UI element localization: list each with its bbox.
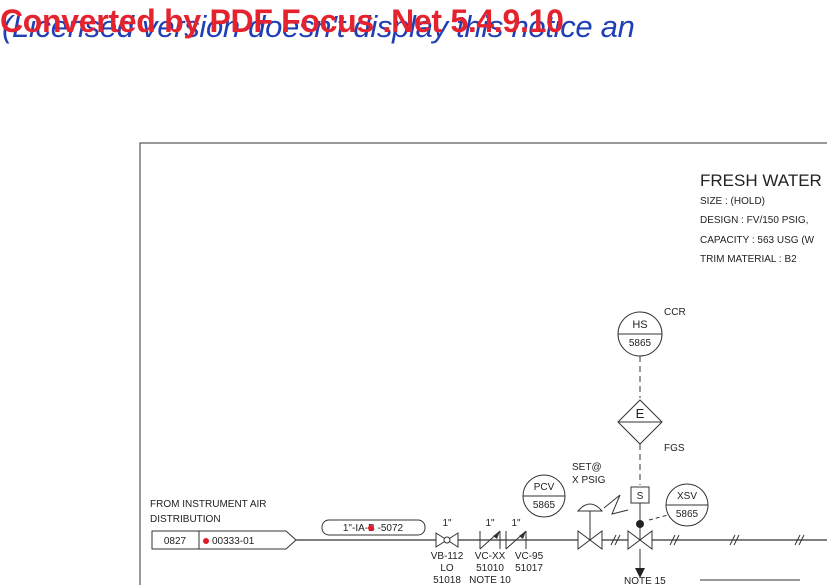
- vc-xx-note: NOTE 10: [469, 575, 511, 585]
- vc-95-number: 51017: [515, 563, 543, 574]
- vb-112-position: LO: [440, 563, 454, 574]
- title-block-design: DESIGN : FV/150 PSIG,: [700, 215, 808, 226]
- drawing-border: [139, 142, 827, 585]
- svg-text:S: S: [637, 491, 644, 502]
- connector-sheet: 0827: [164, 536, 187, 547]
- valve-size-3: 1": [511, 518, 521, 529]
- valve-size-1: 1": [442, 518, 452, 529]
- vb-112-number: 51018: [433, 575, 461, 585]
- vc-xx-number: 51010: [476, 563, 504, 574]
- pcv-sensing-line: [603, 494, 629, 515]
- source-label-1: FROM INSTRUMENT AIR: [150, 499, 266, 510]
- svg-text:E: E: [636, 406, 645, 421]
- e-logic-diamond: E: [617, 399, 663, 445]
- xsv-valve-body: [627, 520, 653, 550]
- setpoint-label: SET@: [572, 462, 602, 473]
- svg-text:5865: 5865: [629, 338, 652, 349]
- svg-text:PCV: PCV: [534, 482, 555, 493]
- check-valve-vc-xx: [479, 530, 501, 550]
- title-block-capacity: CAPACITY : 563 USG (W: [700, 235, 815, 246]
- pipe-hash-marks: [610, 534, 805, 546]
- vc-xx-tag: VC-XX: [475, 551, 506, 562]
- offpage-connector: 0827 00333-01: [151, 530, 297, 550]
- ball-valve-vb-112: [435, 532, 459, 548]
- source-label-2: DISTRIBUTION: [150, 514, 221, 525]
- svg-text:XSV: XSV: [677, 491, 697, 502]
- title-block-size: SIZE : (HOLD): [700, 196, 765, 207]
- valve-size-2: 1": [485, 518, 495, 529]
- drop-arrow: [635, 568, 645, 578]
- fgs-label: FGS: [664, 443, 685, 454]
- title-block-trim: TRIM MATERIAL : B2: [700, 254, 797, 265]
- hs-5865-instrument: HS 5865: [617, 311, 663, 357]
- connector-drawing: 00333-01: [212, 536, 255, 547]
- setpoint-pressure: X PSIG: [572, 475, 606, 486]
- pcv-valve-body: [577, 530, 603, 550]
- xsv-5865-instrument: XSV 5865: [665, 483, 709, 527]
- pcv-actuator: [576, 503, 604, 512]
- title-block-title: FRESH WATER: [700, 171, 822, 190]
- svg-text:5865: 5865: [676, 509, 699, 520]
- vb-112-tag: VB-112: [431, 551, 464, 562]
- watermark-notice: (Licensed version doesn't display this n…: [2, 9, 635, 44]
- svg-text:HS: HS: [632, 319, 647, 331]
- hs-location: CCR: [664, 307, 686, 318]
- check-valve-vc-95: [505, 530, 527, 550]
- watermark-title: Converted by PDF Focus .Net 5.4.9.10: [0, 3, 564, 39]
- pcv-5865-instrument: PCV 5865: [522, 474, 566, 518]
- line-number-tag: 1"-IA-B -5072: [321, 519, 426, 536]
- note-15-label: NOTE 15: [624, 576, 666, 585]
- svg-text:5865: 5865: [533, 500, 556, 511]
- solenoid-s-box: S: [630, 486, 650, 504]
- vc-95-tag: VC-95: [515, 551, 544, 562]
